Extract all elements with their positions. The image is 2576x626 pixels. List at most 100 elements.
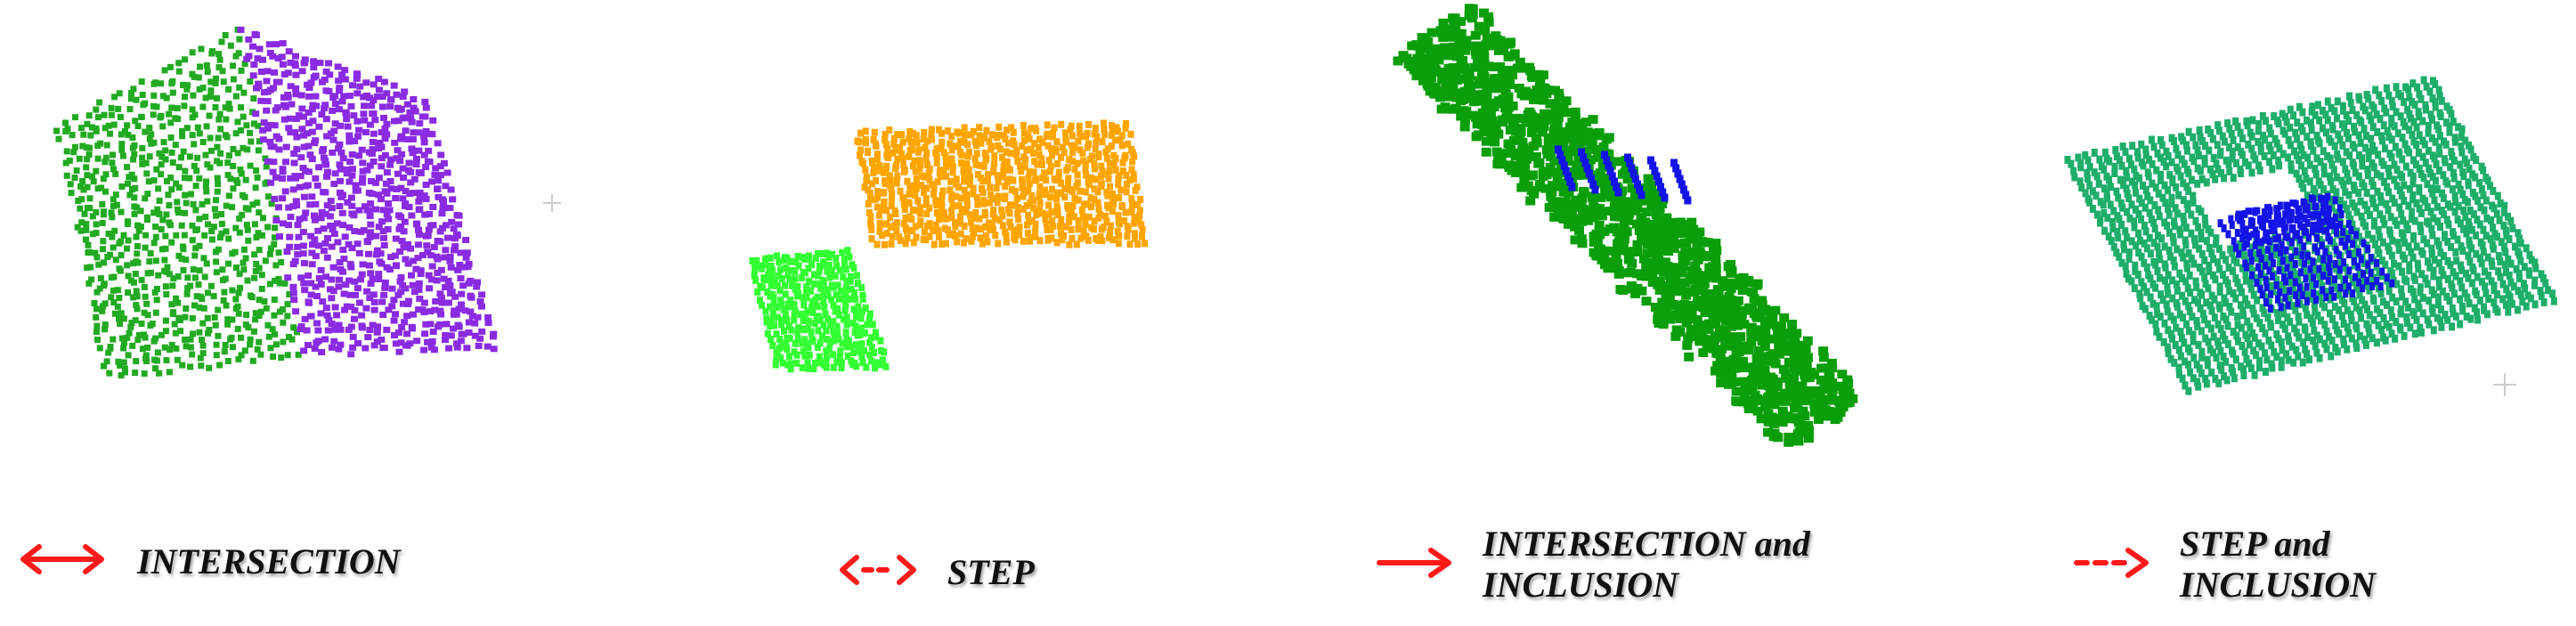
green-plane-point (125, 352, 132, 359)
lime-plane-point (800, 255, 808, 263)
green-plane-point (267, 345, 274, 352)
green-plane-point (219, 266, 226, 273)
orange-plane-point (1113, 124, 1120, 132)
lime-plane-point (793, 351, 800, 359)
green-plane-point (178, 154, 184, 161)
blue-included-point (1568, 183, 1576, 191)
green-plane-point (188, 191, 194, 198)
green-plane-point (135, 331, 142, 338)
green-plane-point (124, 245, 130, 252)
dark-green-plane-point (1749, 365, 1759, 375)
sea-green-plane-point (2140, 181, 2146, 190)
dark-green-plane-point (1613, 269, 1624, 279)
green-plane-point (230, 185, 237, 192)
sea-green-plane-point (2128, 277, 2135, 286)
purple-plane-point (403, 101, 411, 108)
step-point-cloud (749, 119, 1149, 373)
dark-green-plane-point (1631, 219, 1642, 229)
green-plane-point (131, 194, 138, 201)
dark-green-plane-point (1721, 281, 1732, 291)
orange-plane-point (1065, 205, 1072, 213)
orange-plane-point (1023, 202, 1030, 209)
orange-plane-point (874, 150, 881, 159)
sea-green-plane-point (2302, 304, 2309, 313)
purple-plane-point (359, 175, 367, 182)
orange-plane-point (1112, 166, 1119, 174)
orange-plane-point (1026, 134, 1033, 142)
green-plane-point (199, 296, 206, 303)
sea-green-plane-point (2196, 244, 2202, 253)
sea-green-plane-point (2198, 207, 2205, 216)
green-plane-point (168, 186, 175, 193)
sea-green-plane-point (2363, 281, 2370, 290)
orange-plane-point (933, 201, 940, 209)
green-plane-point (222, 32, 229, 38)
green-plane-point (221, 289, 228, 296)
purple-plane-point (369, 275, 377, 282)
purple-plane-point (367, 200, 375, 207)
green-plane-point (153, 103, 160, 110)
purple-plane-point (358, 271, 366, 278)
orange-plane-point (977, 225, 984, 232)
sea-green-plane-point (2268, 322, 2275, 331)
green-plane-point (191, 73, 198, 80)
orange-plane-point (939, 138, 946, 146)
lime-plane-point (834, 305, 841, 313)
sea-green-plane-point (2157, 313, 2164, 321)
purple-plane-point (457, 275, 465, 282)
purple-plane-point (305, 272, 313, 279)
orange-plane-point (882, 165, 890, 173)
purple-plane-point (338, 71, 346, 78)
purple-plane-point (451, 293, 459, 300)
green-plane-point (197, 63, 203, 70)
sea-green-plane-point (2312, 170, 2320, 179)
blue-included-point (1653, 172, 1661, 181)
lime-plane-point (792, 307, 799, 315)
dark-green-plane-point (1776, 329, 1786, 337)
orange-plane-point (907, 138, 914, 146)
green-plane-point (278, 259, 285, 265)
blue-included-point (1651, 167, 1659, 175)
sea-green-plane-point (2250, 346, 2257, 355)
purple-plane-point (285, 125, 293, 132)
orange-plane-point (932, 221, 939, 229)
dark-green-plane-point (1623, 255, 1634, 264)
green-plane-point (110, 202, 117, 209)
green-plane-point (227, 336, 234, 343)
dark-green-plane-point (1837, 370, 1848, 379)
dark-green-plane-point (1594, 220, 1605, 230)
lime-plane-point (810, 365, 817, 373)
sea-green-plane-point (2289, 283, 2296, 292)
lime-plane-point (769, 341, 776, 349)
sea-green-plane-point (2344, 323, 2351, 332)
purple-plane-point (424, 248, 432, 256)
purple-plane-point (463, 249, 471, 256)
dark-green-plane-point (1550, 100, 1561, 110)
purple-plane-point (279, 195, 287, 202)
dark-green-plane-point (1619, 237, 1629, 247)
green-plane-point (94, 155, 102, 162)
sea-green-plane-point (2263, 355, 2271, 364)
sea-green-plane-point (2138, 215, 2145, 224)
sea-green-plane-point (2168, 193, 2175, 202)
purple-plane-point (366, 121, 374, 128)
sea-green-plane-point (2202, 374, 2209, 383)
sea-green-plane-point (2213, 159, 2220, 168)
dark-green-plane-point (1643, 257, 1653, 267)
dark-green-plane-point (1563, 157, 1573, 167)
dark-green-plane-point (1715, 354, 1726, 363)
purple-plane-point (271, 69, 278, 76)
orange-plane-point (939, 198, 946, 206)
intersection-inclusion-point-cloud (1393, 4, 1858, 447)
green-plane-point (111, 227, 118, 234)
green-plane-point (202, 214, 209, 220)
green-plane-point (178, 222, 185, 229)
green-plane-point (203, 260, 210, 267)
orange-plane-point (984, 172, 991, 180)
sea-green-plane-point (2190, 330, 2197, 339)
green-plane-point (192, 245, 199, 252)
green-plane-point (196, 85, 203, 93)
sea-green-plane-point (2096, 155, 2103, 164)
green-plane-point (255, 122, 262, 129)
lime-plane-point (778, 274, 785, 282)
